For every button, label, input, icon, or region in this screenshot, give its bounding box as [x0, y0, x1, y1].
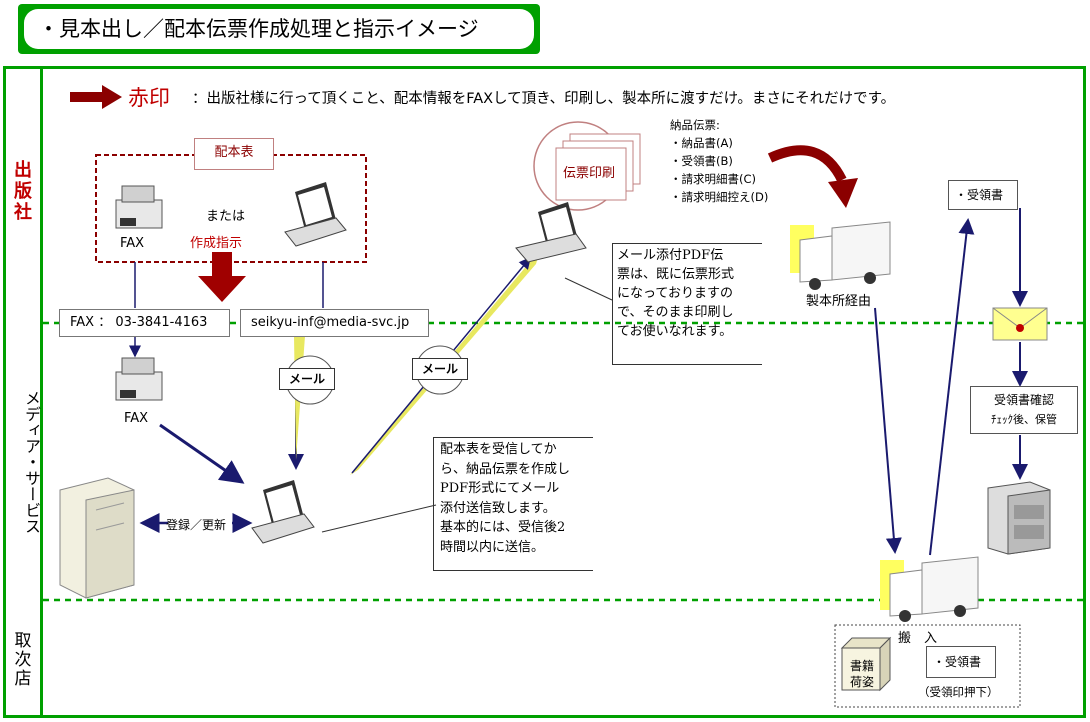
- or-label: または: [206, 209, 246, 224]
- envelope-icon: [992, 307, 1048, 341]
- page-title: ・見本出し／配本伝票作成処理と指示イメージ: [24, 9, 534, 49]
- fax-machine-icon: [115, 185, 163, 229]
- server-icon: [59, 477, 135, 599]
- legend-red-arrow-icon: [70, 85, 122, 109]
- legend-text: ：出版社様に行って頂くこと、配本情報をFAXして頂き、印刷し、製本所に渡すだけ。…: [192, 91, 896, 107]
- delivery-title: 搬 入: [898, 631, 938, 646]
- haihon-sheet: 配本表: [194, 138, 274, 170]
- mail-label-1: メール: [279, 368, 335, 390]
- legend-mark: 赤印: [128, 86, 170, 110]
- book-box-label: 書籍荷姿: [849, 659, 874, 689]
- print-to-bindery-red-arrow-icon: [767, 145, 847, 183]
- media-fax-machine-icon: [115, 357, 163, 401]
- media-fax-label: FAX: [124, 411, 149, 426]
- lane-label-publisher: 出版社: [14, 160, 32, 223]
- stamp-label: （受領印押下）: [918, 685, 999, 699]
- bindery-label: 製本所経由: [806, 294, 872, 309]
- delivery-slip-list: 納品伝票:・納品書(A)・受領書(B) ・請求明細書(C)・請求明細控え(D): [670, 118, 769, 204]
- register-label: 登録／更新: [166, 518, 227, 532]
- swimlane-frame: [3, 66, 1086, 718]
- instruction-label: 作成指示: [190, 236, 243, 251]
- fax-number-box: FAX ： 03-3841-4163: [59, 309, 230, 337]
- lane-label-media: メディア・サービス: [22, 390, 41, 534]
- media-laptop-icon: [251, 480, 315, 544]
- delivery-dashed-group: [834, 624, 1021, 708]
- lane-label-column-divider: [40, 66, 43, 718]
- delivery-truck-icon: [880, 556, 979, 622]
- print-laptop-icon: [515, 202, 587, 263]
- email-address-box: seikyu-inf@media-svc.jp: [240, 309, 429, 337]
- receipt-check-box: 受領書確認 ﾁｪｯｸ後、保管: [970, 386, 1078, 434]
- mail-label-2: メール: [412, 358, 468, 380]
- publisher-fax-label: FAX: [120, 236, 145, 251]
- receipt-slip: ・受領書: [948, 180, 1018, 210]
- file-cabinet-icon: [987, 481, 1051, 555]
- title-banner: ・見本出し／配本伝票作成処理と指示イメージ: [18, 4, 540, 54]
- print-note: メール添付PDF伝票は、既に伝票形式になっておりますの で、そのまま印刷してお使…: [612, 243, 762, 365]
- instruction-down-arrow-icon: [198, 252, 246, 302]
- book-box-icon: [840, 636, 892, 692]
- laptop-icon: [284, 182, 347, 247]
- lane-label-agent: 取次店: [14, 631, 32, 689]
- print-label: 伝票印刷: [563, 166, 616, 181]
- bindery-truck-icon: [790, 221, 891, 290]
- delivery-receipt-slip: ・受領書: [926, 646, 996, 678]
